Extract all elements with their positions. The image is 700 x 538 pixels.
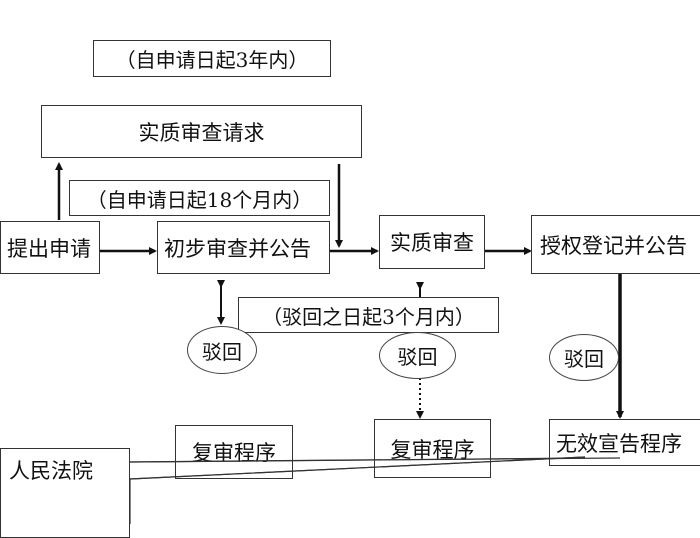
node-substantive-exam: 实质审查 <box>379 215 485 269</box>
note-eighteen-months: （自申请日起18个月内） <box>69 180 330 216</box>
node-substantive-request: 实质审查请求 <box>41 105 362 158</box>
node-reject-1: 驳回 <box>187 326 257 374</box>
node-reexam-1: 复审程序 <box>175 425 293 479</box>
node-invalidation: 无效宣告程序 <box>549 419 700 466</box>
node-reject-3: 驳回 <box>549 334 619 381</box>
node-grant-announce: 授权登记并公告 <box>531 215 700 274</box>
node-court: 人民法院 <box>0 448 130 538</box>
node-file-application: 提出申请 <box>0 221 100 274</box>
node-preliminary-exam: 初步审查并公告 <box>157 221 330 274</box>
note-three-months: （驳回之日起3个月内） <box>238 297 499 333</box>
note-three-years: （自申请日起3年内） <box>93 40 331 77</box>
node-reexam-2: 复审程序 <box>374 419 491 478</box>
node-reject-2: 驳回 <box>379 332 456 379</box>
